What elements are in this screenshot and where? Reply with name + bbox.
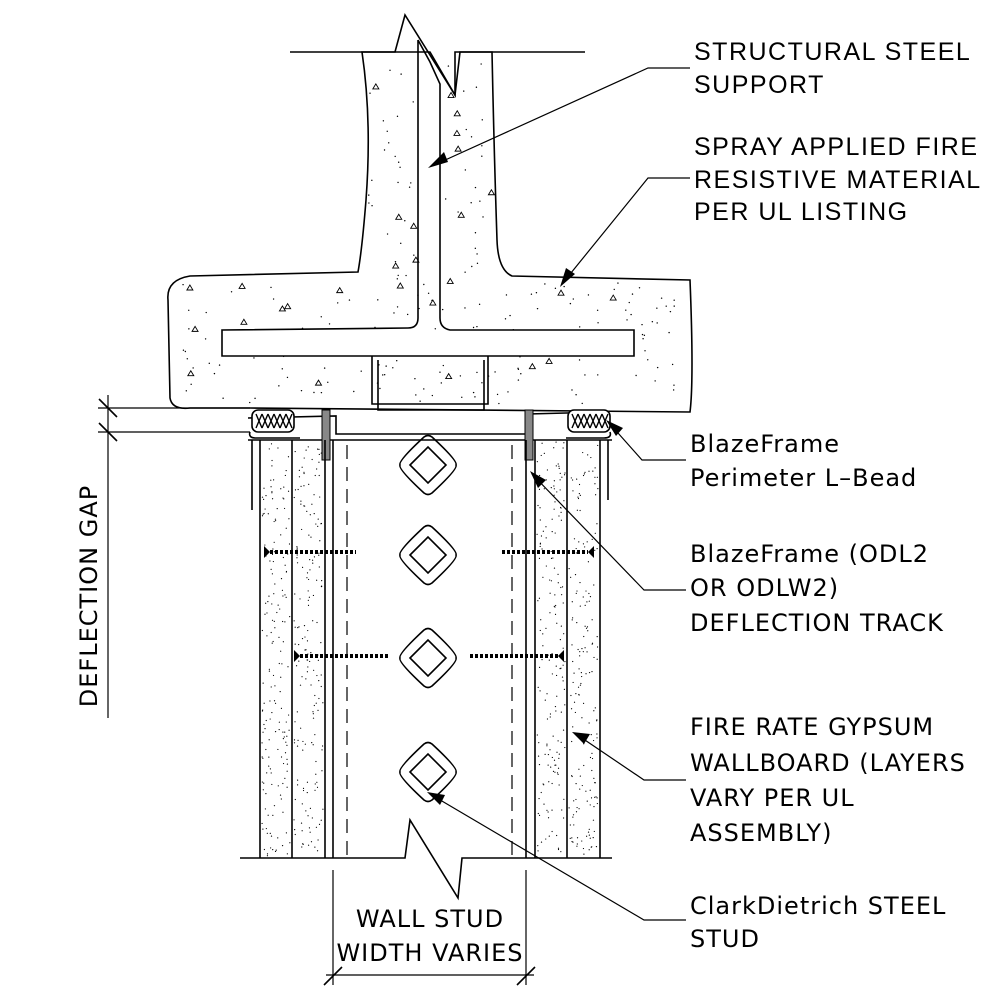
label-spray-line2: RESISTIVE MATERIAL bbox=[694, 166, 982, 194]
screw-lower-left bbox=[294, 650, 388, 662]
label-spray-line3: PER UL LISTING bbox=[694, 198, 909, 226]
label-gypsum-line2: WALLBOARD (LAYERS bbox=[690, 749, 966, 777]
label-gypsum-line3: VARY PER UL bbox=[690, 784, 855, 812]
perimeter-l-bead-right bbox=[566, 409, 612, 439]
screws bbox=[264, 546, 594, 662]
label-spray-line1: SPRAY APPLIED FIRE bbox=[694, 133, 979, 161]
label-track-line3: DEFLECTION TRACK bbox=[690, 609, 944, 637]
label-track-line1: BlazeFrame (ODL2 bbox=[690, 540, 929, 568]
steel-flange bbox=[371, 356, 489, 411]
gypsum-wallboard-right bbox=[534, 440, 609, 858]
label-track-line2: OR ODLW2) bbox=[690, 574, 839, 602]
label-perimeter-bead: BlazeFrame Perimeter L–Bead bbox=[690, 430, 917, 492]
steel-stud bbox=[332, 440, 527, 858]
label-gypsum-line1: FIRE RATE GYPSUM bbox=[690, 713, 934, 741]
label-structural-steel-line2: SUPPORT bbox=[694, 71, 825, 99]
label-deflection-gap: DEFLECTION GAP bbox=[75, 485, 103, 707]
label-structural-steel-support: STRUCTURAL STEEL SUPPORT bbox=[694, 38, 971, 99]
label-bead-line2: Perimeter L–Bead bbox=[690, 464, 917, 492]
stud-knockouts bbox=[399, 434, 457, 803]
steel-break-line bbox=[290, 13, 585, 98]
label-gypsum-line4: ASSEMBLY) bbox=[690, 819, 832, 847]
screw-upper-left bbox=[264, 546, 356, 558]
deflection-gap-dimension bbox=[98, 395, 250, 718]
label-width-line1: WALL STUD bbox=[356, 905, 504, 933]
label-stud-line2: STUD bbox=[690, 925, 760, 953]
label-bead-line1: BlazeFrame bbox=[690, 430, 840, 458]
label-spray-fireproofing: SPRAY APPLIED FIRE RESISTIVE MATERIAL PE… bbox=[694, 133, 982, 226]
label-gypsum-wallboard: FIRE RATE GYPSUM WALLBOARD (LAYERS VARY … bbox=[690, 713, 966, 847]
perimeter-l-bead-left bbox=[248, 409, 300, 439]
wall-break-line bbox=[240, 817, 612, 901]
label-stud-line1: ClarkDietrich STEEL bbox=[690, 892, 946, 920]
label-structural-steel-line1: STRUCTURAL STEEL bbox=[694, 38, 971, 66]
screw-upper-right bbox=[502, 546, 594, 558]
screw-lower-right bbox=[470, 650, 564, 662]
label-deflection-track: BlazeFrame (ODL2 OR ODLW2) DEFLECTION TR… bbox=[690, 540, 944, 637]
fireproofing-texture bbox=[182, 63, 675, 857]
leader-lines bbox=[427, 67, 690, 921]
deflection-track bbox=[247, 409, 612, 461]
label-wall-stud-width: WALL STUD WIDTH VARIES bbox=[336, 905, 523, 967]
gypsum-wallboard-left bbox=[251, 440, 326, 858]
label-steel-stud: ClarkDietrich STEEL STUD bbox=[690, 892, 946, 953]
spray-fireproofing bbox=[167, 39, 693, 413]
label-width-line2: WIDTH VARIES bbox=[336, 939, 523, 967]
stud-width-dimension bbox=[323, 870, 536, 986]
